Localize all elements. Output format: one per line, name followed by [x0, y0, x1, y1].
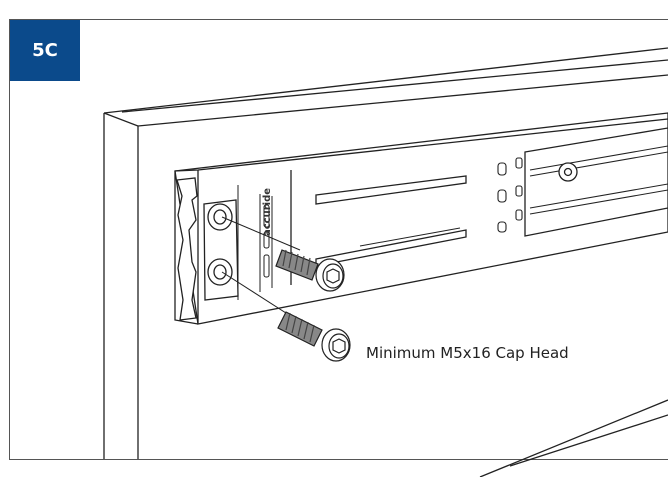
rail-tabs [497, 157, 523, 233]
slide-intermediate-member [524, 127, 668, 237]
bracket-mount-holes [207, 203, 233, 286]
cap-head-screw-lower [221, 271, 351, 362]
figure-border [9, 19, 668, 460]
step-badge: 5C [10, 20, 80, 81]
brand-stamp: accuride [262, 187, 273, 236]
cap-head-screw-upper [221, 216, 345, 292]
adjustment-slots [263, 204, 270, 278]
screw-callout-label: Minimum M5x16 Cap Head [366, 344, 569, 362]
cabinet-panel [103, 47, 668, 477]
